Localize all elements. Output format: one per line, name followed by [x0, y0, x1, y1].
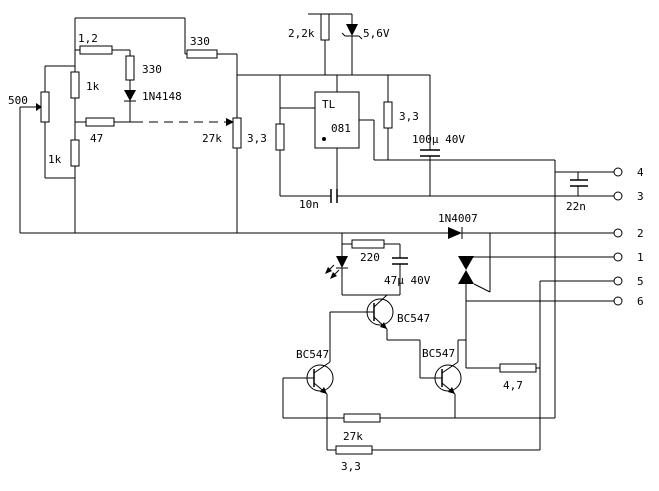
wires: [19, 13, 614, 451]
label-r-27k-bottom: 27k: [343, 430, 363, 443]
resistor-2-2k: [320, 13, 330, 41]
wiper-arrow-icon: [36, 103, 42, 111]
label-r-1-2: 1,2: [78, 32, 98, 45]
resistor-47: [85, 117, 115, 127]
label-q3: BC547: [422, 347, 455, 360]
resistor-27k-bottom: [343, 413, 381, 423]
transistor-q2-bc547: [306, 361, 334, 395]
resistor-3-3-right: [383, 101, 393, 129]
label-c-47u: 47µ 40V: [384, 274, 431, 287]
diode-1n4007: [448, 227, 463, 239]
label-d-1n4148: 1N4148: [142, 90, 182, 103]
terminals: [613, 167, 623, 306]
zener-diode-5-6v: [341, 24, 363, 40]
led-emission-arrow-icon: [330, 272, 337, 279]
led: [325, 256, 348, 279]
wiper-arrow-icon: [226, 118, 234, 126]
terminal-4: [613, 167, 623, 177]
label-pot-500: 500: [8, 94, 28, 107]
potentiometer-500: [40, 91, 50, 123]
capacitors: [330, 149, 588, 265]
label-d-1n4007: 1N4007: [438, 212, 478, 225]
label-r-47: 47: [90, 132, 103, 145]
opamp-pin-dot-icon: [322, 137, 326, 141]
diode-1n4148: [124, 90, 136, 102]
label-terminal-6: 6: [637, 295, 644, 308]
label-q1: BC547: [397, 312, 430, 325]
capacitor-10n: [330, 189, 338, 203]
transistor-q1-bc547: [366, 294, 394, 330]
label-c-22n: 22n: [566, 200, 586, 213]
label-r-1k-top: 1k: [86, 80, 100, 93]
pot-coupling-dashed-line: [36, 103, 234, 126]
terminal-3: [613, 191, 623, 201]
label-r-2-2k: 2,2k: [288, 27, 315, 40]
label-q2: BC547: [296, 348, 329, 361]
potentiometer-27k: [232, 117, 242, 149]
transistors: [306, 294, 462, 395]
led-emission-arrow-icon: [325, 267, 332, 274]
transistor-q3-bc547: [434, 361, 462, 395]
opamp-tl081: [314, 91, 360, 149]
terminal-5: [613, 276, 623, 286]
label-c-100u: 100µ 40V: [412, 133, 465, 146]
resistor-330-a: [125, 55, 135, 81]
label-r-220: 220: [360, 251, 380, 264]
label-terminal-4: 4: [637, 166, 644, 179]
label-opamp-081: 081: [331, 122, 351, 135]
resistors: [40, 13, 537, 455]
resistor-3-3-bottom: [335, 445, 373, 455]
triac: [458, 256, 491, 293]
label-r-3-3-mid: 3,3: [247, 132, 267, 145]
terminal-2: [613, 228, 623, 238]
resistor-4-7: [499, 363, 537, 373]
label-c-10n: 10n: [299, 198, 319, 211]
label-zener: 5,6V: [363, 27, 390, 40]
label-opamp-tl: TL: [322, 98, 336, 111]
resistor-330-b: [186, 49, 218, 59]
label-r-27k-mid: 27k: [202, 132, 222, 145]
capacitor-47u: [392, 257, 408, 265]
label-r-3-3-right: 3,3: [399, 110, 419, 123]
labels: 1,2 330 330 500 1k 1N4148 47 1k 27k 3,3 …: [8, 27, 644, 473]
resistor-3-3-mid: [275, 123, 285, 151]
label-r-3-3-bottom: 3,3: [341, 460, 361, 473]
label-r-330-b: 330: [190, 35, 210, 48]
resistor-1k-bottom: [70, 139, 80, 167]
label-terminal-2: 2: [637, 227, 644, 240]
terminal-1: [613, 252, 623, 262]
label-r-4-7: 4,7: [503, 379, 523, 392]
capacitor-22n: [570, 179, 588, 187]
label-terminal-1: 1: [637, 251, 644, 264]
label-r-1k-bottom: 1k: [48, 153, 62, 166]
label-terminal-3: 3: [637, 190, 644, 203]
resistor-220: [351, 239, 385, 249]
label-terminal-5: 5: [637, 275, 644, 288]
resistor-1-2: [79, 45, 113, 55]
terminal-6: [613, 296, 623, 306]
diodes: [124, 24, 491, 293]
resistor-1k-top: [70, 71, 80, 99]
capacitor-100u: [420, 149, 440, 157]
label-r-330-a: 330: [142, 63, 162, 76]
